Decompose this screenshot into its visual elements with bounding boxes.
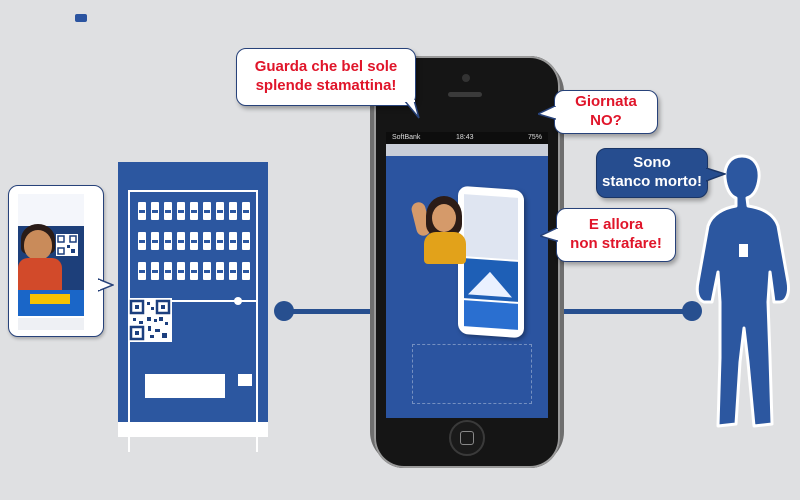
speech-bubble-sun-line1: Guarda che bel sole — [254, 58, 398, 76]
ar-card-footer — [464, 300, 518, 330]
poster-icon — [18, 194, 84, 316]
phone-status-bar: SoftBank 18:43 75% — [386, 132, 548, 144]
poster-woman-face — [24, 230, 52, 260]
qr-code-icon — [128, 298, 172, 342]
connector-dot-left — [274, 301, 294, 321]
ar-empty-frame — [412, 344, 532, 404]
battery-label: 75% — [527, 134, 542, 141]
poster-caption — [18, 318, 84, 330]
speech-bubble-tired-line1: Sono — [633, 154, 671, 172]
vending-machine-icon — [118, 162, 268, 452]
speech-bubble-sun: Guarda che bel sole splende stamattina! — [236, 48, 416, 106]
speech-bubble-relax: E allora non strafare! — [556, 208, 676, 262]
can-row-1 — [138, 202, 250, 220]
speech-bubble-tired: Sono stanco morto! — [596, 148, 708, 198]
carrier-label: SoftBank — [392, 134, 421, 141]
mountain-icon — [468, 270, 512, 298]
connector-line-left — [282, 309, 374, 314]
connector-line-right — [562, 309, 692, 314]
app-logo-icon — [75, 14, 87, 22]
home-button-icon — [460, 431, 474, 445]
vending-machine-dispenser — [145, 374, 225, 398]
phone-camera — [462, 74, 470, 82]
ar-woman-face — [432, 204, 456, 232]
speech-bubble-sun-line2: splende stamattina! — [255, 77, 397, 94]
badge-icon — [739, 244, 748, 257]
poster-bubble-tail — [98, 278, 114, 292]
person-silhouette-icon — [695, 154, 790, 428]
speech-bubble-sun-tail — [404, 100, 420, 119]
poster-header — [18, 194, 84, 226]
speech-bubble-relax-line2: non strafare! — [570, 235, 662, 252]
ar-vending-machine-card — [458, 185, 524, 339]
connector-dot-right — [682, 301, 702, 321]
speech-bubble-day-line2: NO? — [590, 112, 622, 129]
speech-bubble-day: Giornata NO? — [554, 90, 658, 134]
poster-woman-body — [18, 258, 62, 290]
speech-bubble-day-line1: Giornata — [575, 93, 637, 111]
speech-bubble-relax-line1: E allora — [588, 216, 644, 234]
speech-bubble-tired-tail — [706, 168, 726, 182]
poster-logo — [30, 294, 70, 304]
home-button — [449, 420, 485, 456]
speech-bubble-relax-tail — [540, 228, 558, 242]
vending-machine-base — [118, 422, 268, 437]
vending-machine-divider — [128, 300, 258, 302]
ar-woman-body — [424, 232, 466, 264]
speech-bubble-tired-line2: stanco morto! — [601, 173, 702, 190]
speech-bubble-day-tail — [538, 106, 556, 120]
ar-card-grid — [464, 194, 518, 260]
phone-speaker — [448, 92, 482, 97]
vending-machine-button — [234, 297, 242, 305]
clock-label: 18:43 — [456, 134, 474, 141]
can-row-3 — [138, 262, 250, 280]
app-bar — [386, 144, 548, 156]
poster-qr-code-icon — [56, 234, 78, 256]
can-row-2 — [138, 232, 250, 250]
vending-machine-coin-slot — [238, 374, 252, 386]
